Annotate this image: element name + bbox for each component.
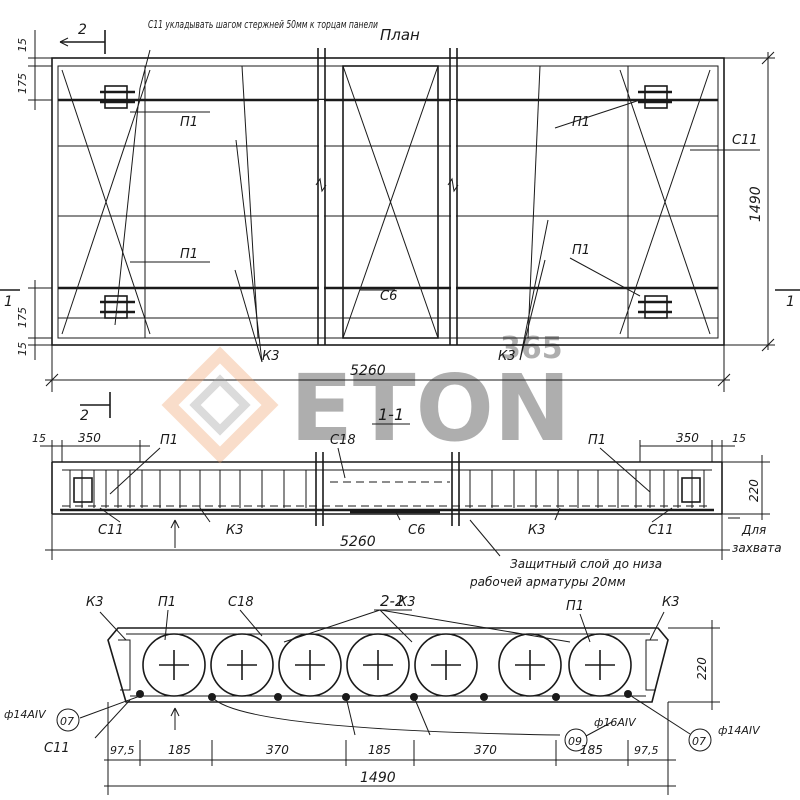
plan-label-p1-a: П1 (180, 115, 198, 130)
section-1-label-p1-b: П1 (588, 433, 606, 448)
plan-dim-width: 1490 (724, 51, 775, 352)
section-2-label-k3-b: К3 (398, 595, 416, 610)
plan-label-p1-c: П1 (572, 115, 590, 130)
plan-title: План (380, 26, 420, 44)
section-2-callout-07-right-label: 07 (692, 735, 706, 748)
section-2-dim-3: 185 (368, 743, 391, 757)
plan-break-left (315, 48, 327, 345)
section-mark-2-bottom-label: 2 (80, 408, 89, 424)
section-1-label-c6: С6 (408, 523, 425, 538)
plan-label-p1-b: П1 (180, 247, 198, 262)
section-1-stirrups-right (469, 470, 705, 508)
plan-dim-left: 15 175 175 15 (16, 30, 52, 360)
section-2-voids (142, 633, 632, 697)
plan-middle-panel (342, 65, 439, 339)
section-1-label-c11-b: С11 (648, 523, 674, 538)
section-1-dim-350-right: 350 (676, 431, 699, 445)
section-mark-1-left: 1 (0, 289, 20, 310)
section-2-label-p1-b: П1 (566, 599, 584, 614)
plan-label-c6: С6 (380, 289, 397, 304)
section-2-width: 1490 (360, 770, 396, 786)
section-1-break-left (315, 452, 324, 526)
plan-dim-top-15: 15 (16, 38, 29, 52)
plan-dim-width-label: 1490 (748, 186, 764, 222)
plan-dim-top-175: 175 (16, 73, 29, 94)
plan-label-p1-d: П1 (572, 243, 590, 258)
plan-break-right (447, 48, 459, 345)
plan-outline (51, 57, 725, 346)
plan-dim-length-label: 5260 (350, 363, 386, 379)
section-2-dim-5: 185 (580, 743, 603, 757)
section-1-label-grip-2: захвата (732, 541, 782, 555)
section-2-rebar-left: ф14АIV (4, 708, 47, 721)
plan-label-k3-b: К3 (498, 349, 516, 364)
section-2-label-k3-c: К3 (662, 595, 680, 610)
plan-loop-top-right (638, 85, 672, 109)
section-2-dim-4: 370 (474, 743, 497, 757)
section-2-callout-07-left (56, 708, 80, 732)
section-1-title: 1-1 (378, 405, 404, 424)
section-1-label-c11-a: С11 (98, 523, 124, 538)
plan-note: С11 укладывать шагом стержней 50мм к тор… (148, 18, 378, 31)
section-2-height: 220 (695, 657, 709, 680)
section-2-2: 2-2 (4, 592, 761, 795)
plan-dim-length: 5260 (45, 345, 731, 392)
section-2-dim-0: 97,5 (110, 744, 135, 757)
plan-label-c11: С11 (732, 133, 758, 148)
section-1-label-c18: С18 (330, 433, 356, 448)
plan-cross-right-b (619, 69, 711, 335)
section-2-dim-labels: 97,5 185 370 185 370 185 97,5 (110, 743, 659, 757)
plan-label-k3-a: К3 (262, 349, 280, 364)
section-1-label-grip-1: Для (741, 523, 766, 537)
plan-loop-bottom-right (638, 295, 672, 319)
section-2-rebar-mid: ф16АIV (594, 716, 637, 729)
section-2-label-k3-a: К3 (86, 595, 104, 610)
section-2-body (107, 627, 669, 703)
section-mark-2-top: 2 (59, 22, 106, 54)
section-1-label-p1-a: П1 (160, 433, 178, 448)
section-2-callout-09 (564, 728, 588, 752)
section-2-callout-07-left-label: 07 (60, 715, 74, 728)
section-mark-1-left-label: 1 (4, 294, 13, 310)
section-1-dim-15-left: 15 (32, 432, 46, 445)
section-2-label-c11: С11 (44, 741, 70, 756)
section-2-title: 2-2 (380, 592, 405, 610)
section-1-stirrups-left (69, 470, 307, 508)
section-2-dim-6: 97,5 (634, 744, 659, 757)
section-mark-2-bottom: 2 (80, 392, 111, 424)
section-1-note-1: Защитный слой до низа (510, 557, 662, 571)
section-1-label-k3-b: К3 (528, 523, 546, 538)
plan-dim-bot-175: 175 (16, 307, 29, 328)
section-1-break-right (451, 452, 460, 526)
section-2-callout-09-label: 09 (568, 735, 582, 748)
plan-loop-top-left (100, 85, 135, 109)
section-2-rebar-right: ф14АIV (718, 724, 761, 737)
section-1-note-2: рабочей арматуры 20мм (469, 575, 626, 589)
section-2-dim-1: 185 (168, 743, 191, 757)
section-1-dim-350-left: 350 (78, 431, 101, 445)
section-1-height: 220 (747, 479, 761, 502)
section-2-label-p1-a: П1 (158, 595, 176, 610)
section-mark-2-top-label: 2 (78, 22, 87, 38)
section-1-label-k3-a: К3 (226, 523, 244, 538)
section-2-callout-07-right (688, 728, 712, 752)
section-mark-1-right: 1 (775, 289, 800, 310)
section-1-dim-15-right: 15 (732, 432, 746, 445)
section-1-length: 5260 (340, 534, 376, 550)
section-1-1: 1-1 (32, 405, 782, 589)
plan-view: 2 2 1 1 План С11 укладывать шагом стержн… (0, 18, 800, 424)
section-2-label-c18: С18 (228, 595, 254, 610)
section-2-dim-2: 370 (266, 743, 289, 757)
section-mark-1-right-label: 1 (786, 294, 795, 310)
plan-dim-bot-15: 15 (16, 342, 29, 356)
plan-cross-left-b (61, 69, 151, 335)
